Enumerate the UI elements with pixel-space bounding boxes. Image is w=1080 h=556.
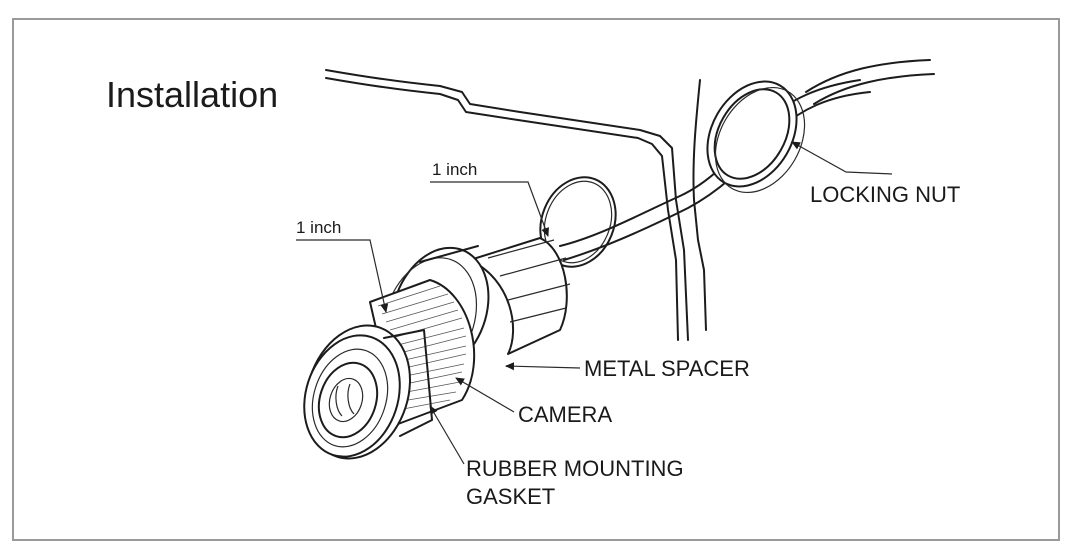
mounting-panel — [325, 69, 707, 341]
metal-spacer-label: METAL SPACER — [584, 356, 750, 381]
page-title: Installation — [106, 74, 279, 115]
rubber-gasket-label-line2: GASKET — [466, 484, 556, 509]
camera-diameter-label: 1 inch — [296, 218, 342, 237]
camera-label: CAMERA — [518, 402, 613, 427]
hole-diameter-label: 1 inch — [432, 160, 478, 179]
dimension-lines — [296, 181, 549, 313]
camera-front — [303, 324, 433, 460]
leader-lines — [429, 141, 893, 465]
locking-nut-shape — [706, 80, 806, 194]
rubber-gasket-label-line1: RUBBER MOUNTING — [466, 456, 684, 481]
locking-nut-label: LOCKING NUT — [810, 182, 961, 207]
